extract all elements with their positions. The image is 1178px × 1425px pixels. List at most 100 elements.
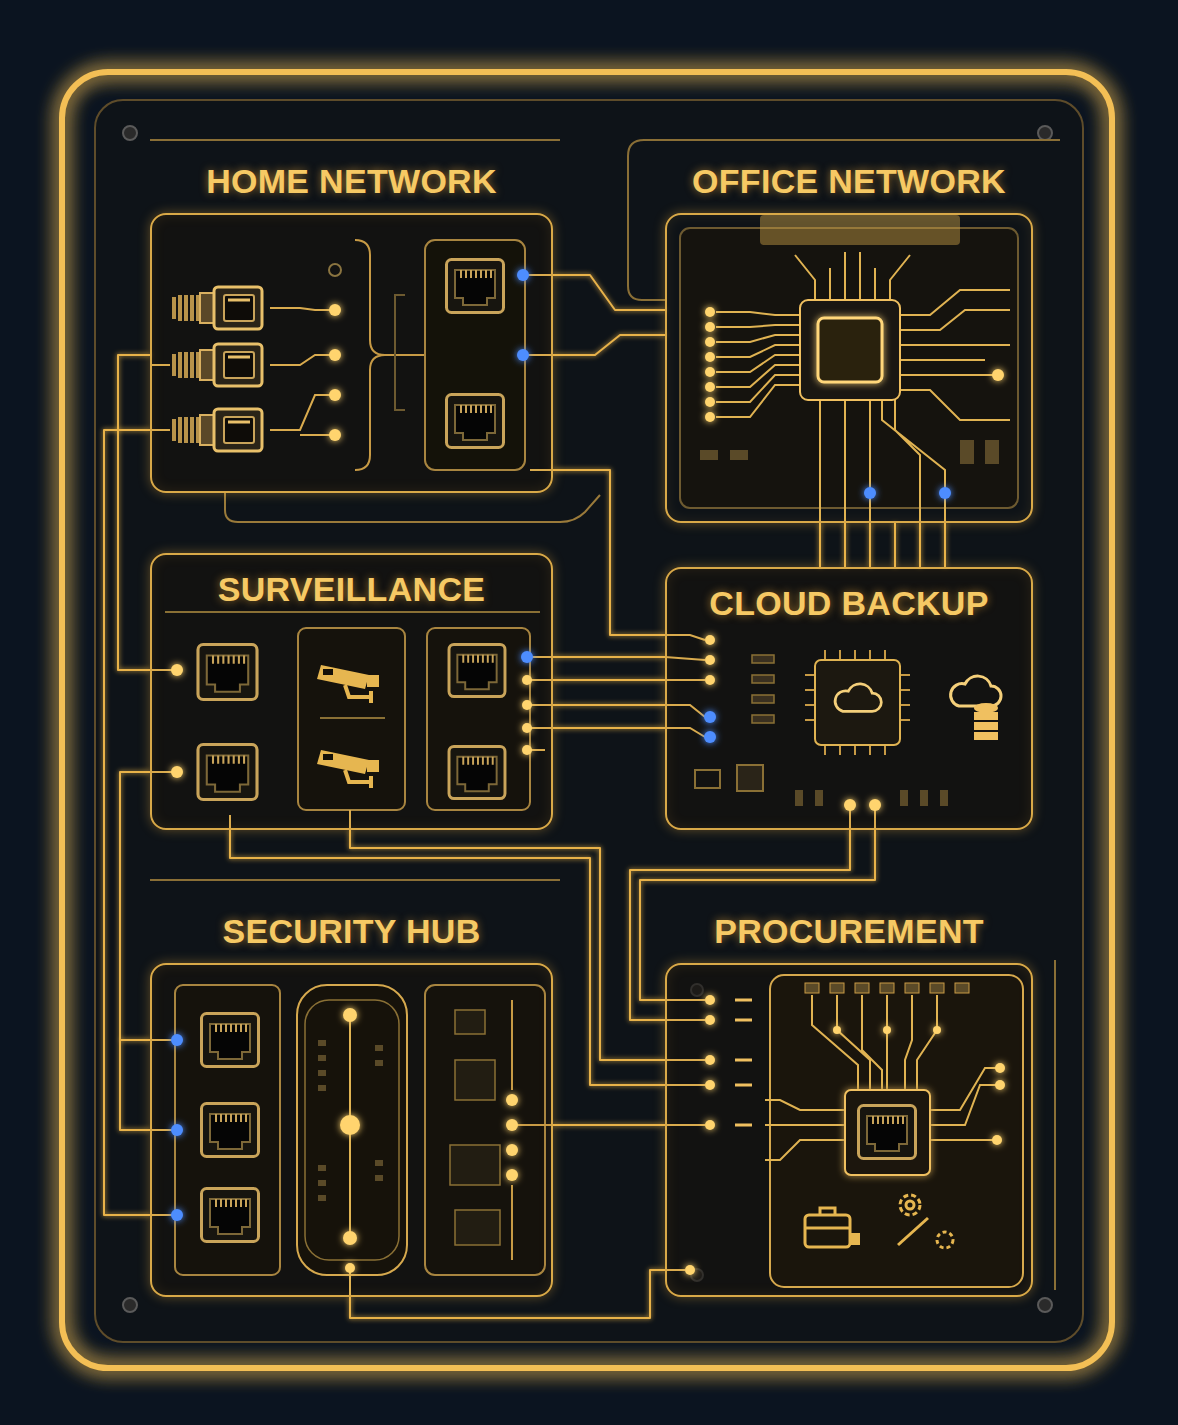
security-hub-art-part-part <box>375 1175 383 1181</box>
cloud-backup-art <box>665 567 1033 830</box>
cloud-backup-art-part-part <box>705 635 715 645</box>
home-network-art-part-part <box>517 269 529 281</box>
panel-heading: PROCUREMENT <box>714 911 984 951</box>
region-outline-part <box>150 879 560 881</box>
cloud-backup-art-part-part <box>974 703 998 713</box>
home-network-art-part <box>329 264 341 276</box>
security-hub-art-part <box>171 1034 183 1221</box>
procurement-art-part-part <box>995 1063 1005 1073</box>
home-network-art-part <box>270 308 330 435</box>
surveillance-art-part <box>317 750 379 788</box>
office-network-art-part-part <box>939 487 951 499</box>
surveillance-art-part-part <box>522 700 532 710</box>
home-network-art-part <box>517 269 529 361</box>
procurement-art-part-part <box>705 1055 715 1065</box>
procurement-art-part-part <box>883 1026 891 1034</box>
screw-part <box>1038 1298 1052 1312</box>
office-network-art-part <box>820 400 945 523</box>
security-hub-art-part <box>175 985 280 1275</box>
surveillance-art-part <box>317 665 379 703</box>
office-network-art-part-part <box>705 352 715 362</box>
surveillance-art-part-part <box>522 723 532 733</box>
surveillance-art-part <box>198 645 257 700</box>
procurement-art-part <box>765 1068 1000 1160</box>
procurement-art-part-part <box>805 1215 850 1247</box>
security-hub-art-part <box>305 1000 399 1260</box>
cloud-backup-art-part-part <box>752 695 774 703</box>
home-network-art-part <box>425 240 525 470</box>
panel-box: HOME NETWORK <box>150 213 553 493</box>
security-hub-art-part-part <box>318 1085 326 1091</box>
home-network-art-part-part <box>517 349 529 361</box>
office-network-art-part-part <box>705 397 715 407</box>
wire-bundle <box>553 657 665 728</box>
security-hub-art-part <box>150 963 553 1297</box>
surveillance-art <box>150 553 553 830</box>
cloud-backup-art-part <box>704 711 716 743</box>
security-hub-art-part <box>318 1040 383 1201</box>
security-hub-art-part <box>297 985 407 1275</box>
procurement-art-part <box>685 995 715 1275</box>
panel-heading: SECURITY HUB <box>222 911 480 951</box>
procurement-art-part-part <box>685 1265 695 1275</box>
office-network-art-part-part <box>705 337 715 347</box>
screw-part <box>1038 126 1052 140</box>
office-network-art-part <box>705 307 1004 422</box>
wire-bundle <box>820 523 945 567</box>
home-network-art-part <box>447 260 504 313</box>
cloud-backup-art-part <box>665 567 1033 830</box>
surveillance-art-part-part <box>171 664 183 676</box>
screw <box>123 126 1052 1312</box>
home-network-art-part-part <box>329 429 341 441</box>
procurement-art-part <box>665 963 1033 1297</box>
cloud-backup-art-part <box>665 635 705 737</box>
home-network-art-part-part <box>329 349 341 361</box>
home-network-art-part <box>225 493 600 522</box>
panel-box: PROCUREMENT <box>665 963 1033 1297</box>
procurement-art-part-part <box>705 1120 715 1130</box>
procurement-art-part <box>805 983 969 993</box>
procurement-art-part <box>845 1090 930 1175</box>
wire-bundle <box>230 830 665 1085</box>
security-hub-art-part-part <box>171 1209 183 1221</box>
procurement-art-part-part <box>933 1026 941 1034</box>
office-network-art-part <box>795 252 910 300</box>
cloud-backup-art-part-part <box>752 715 774 723</box>
panel-box: CLOUD BACKUP <box>665 567 1033 830</box>
wire-bundle <box>120 772 150 1130</box>
region-outline-part <box>150 139 560 141</box>
wire-bundle <box>553 470 665 635</box>
office-network-art-part-part <box>705 412 715 422</box>
panel-heading: OFFICE NETWORK <box>692 161 1006 201</box>
security-hub-art-part-part <box>450 1145 500 1185</box>
cloud-backup-art-part-part <box>974 722 998 730</box>
office-network-art-part-part <box>705 367 715 377</box>
office-network-art-part <box>760 215 960 245</box>
procurement-art-part-part <box>955 983 969 993</box>
cloud-backup-art-part-part <box>974 712 998 720</box>
procurement-art-part-part <box>805 1208 850 1228</box>
screw-part <box>123 126 137 140</box>
panel-box: OFFICE NETWORK <box>665 213 1033 523</box>
surveillance-art-part-part <box>171 766 183 778</box>
procurement-art-part-part <box>992 1135 1002 1145</box>
security-hub-art-part-part <box>318 1195 326 1201</box>
office-network-art-part <box>818 318 882 382</box>
home-network-art-part <box>395 295 405 410</box>
security-hub-art-part <box>202 1189 259 1242</box>
office-network-art <box>680 215 1018 523</box>
security-hub-art-part-part <box>506 1119 518 1131</box>
security-hub-art-part-part <box>506 1094 518 1106</box>
cloud-backup-art-part-part <box>705 655 715 665</box>
procurement-art-part-part <box>930 983 944 993</box>
security-hub-art-part-part <box>345 1263 355 1273</box>
cloud-backup-art-part-part <box>704 731 716 743</box>
security-hub-art-part-part <box>318 1165 326 1171</box>
glow-frame <box>62 72 1112 1368</box>
cloud-backup-art-part <box>815 660 900 745</box>
office-network-art-part <box>680 228 1018 508</box>
procurement-art-part-part <box>880 983 894 993</box>
panel-heading: SURVEILLANCE <box>218 569 485 609</box>
